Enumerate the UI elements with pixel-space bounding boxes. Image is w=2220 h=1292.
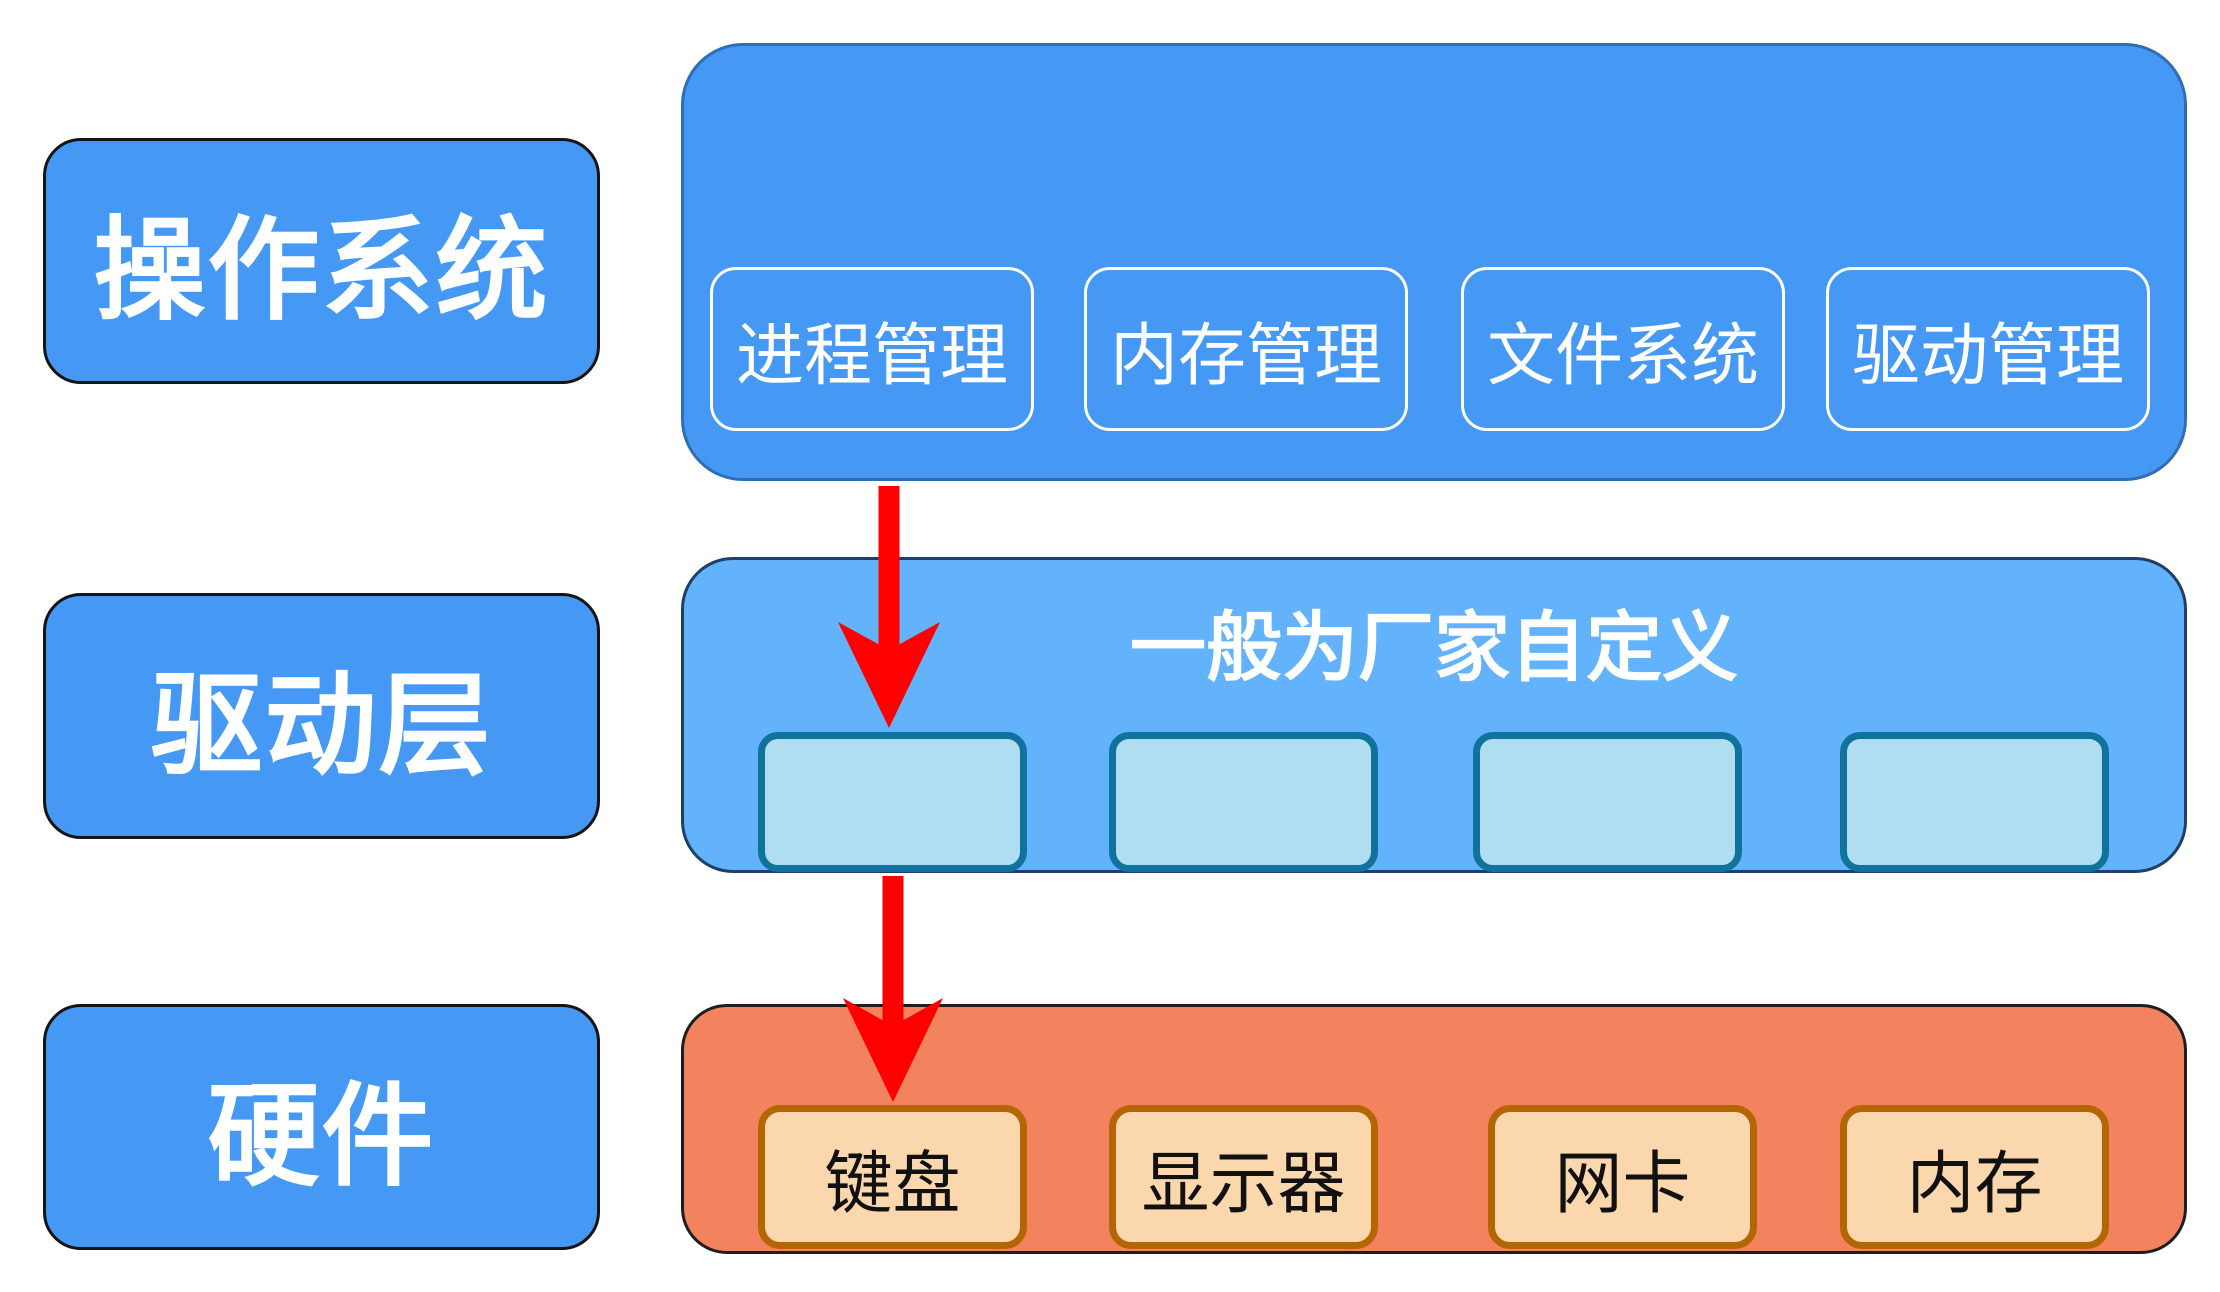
hardware-item-label: 网卡 bbox=[1554, 1144, 1691, 1224]
hardware-item-keyboard: 键盘 bbox=[758, 1105, 1027, 1249]
layer-label-hardware: 硬件 bbox=[43, 1004, 600, 1250]
layer-label-driver: 驱动层 bbox=[43, 593, 600, 839]
driver-slot-2 bbox=[1109, 732, 1378, 872]
os-module-driver-mgmt: 驱动管理 bbox=[1826, 267, 2150, 431]
driver-layer-title: 一般为厂家自定义 bbox=[1130, 603, 1738, 692]
os-module-process: 进程管理 bbox=[710, 267, 1034, 431]
os-module-filesystem: 文件系统 bbox=[1461, 267, 1785, 431]
layer-label-text: 驱动层 bbox=[150, 661, 493, 791]
hardware-item-memory: 内存 bbox=[1840, 1105, 2109, 1249]
os-module-label: 进程管理 bbox=[735, 316, 1008, 396]
driver-slot-3 bbox=[1473, 732, 1742, 872]
os-module-label: 内存管理 bbox=[1109, 316, 1382, 396]
hardware-item-label: 显示器 bbox=[1141, 1144, 1346, 1224]
layer-label-text: 硬件 bbox=[207, 1072, 436, 1202]
hardware-item-label: 内存 bbox=[1906, 1144, 2043, 1224]
os-module-label: 驱动管理 bbox=[1851, 316, 2124, 396]
driver-slot-1 bbox=[758, 732, 1027, 872]
layer-label-text: 操作系统 bbox=[93, 206, 550, 336]
driver-slot-4 bbox=[1840, 732, 2109, 872]
hardware-item-nic: 网卡 bbox=[1488, 1105, 1757, 1249]
os-module-memory: 内存管理 bbox=[1084, 267, 1408, 431]
hardware-item-display: 显示器 bbox=[1109, 1105, 1378, 1249]
layer-label-os: 操作系统 bbox=[43, 138, 600, 384]
os-module-label: 文件系统 bbox=[1486, 316, 1759, 396]
hardware-item-label: 键盘 bbox=[824, 1144, 961, 1224]
os-layer-panel bbox=[681, 43, 2187, 481]
